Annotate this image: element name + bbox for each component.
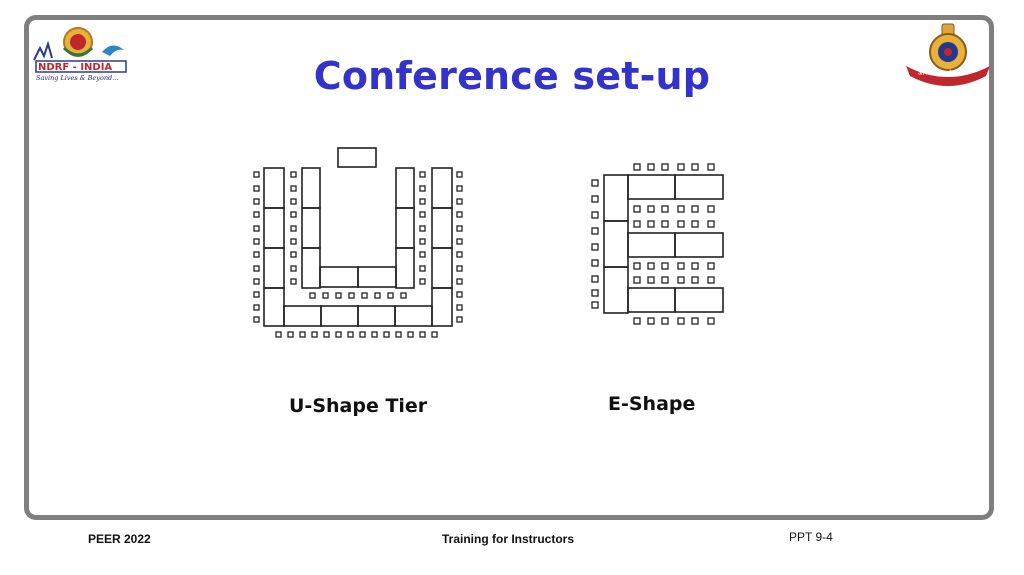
crest-emblem-icon (906, 23, 990, 86)
slide-title: Conference set-up (313, 54, 711, 98)
footer-center: Training for Instructors (442, 532, 575, 546)
ndrf-emblem-icon (33, 27, 127, 73)
ndrf-crest-logo: आपदा सेवा सदैव सर्वत्र (904, 22, 992, 86)
footer-right: PPT 9-4 (789, 530, 833, 544)
e-shape-diagram (591, 163, 724, 325)
footer-left: PEER 2022 (88, 532, 151, 546)
ndrf-logo-text: NDRF - INDIA (38, 62, 113, 73)
e-shape-caption: E-Shape (608, 393, 696, 415)
u-shape-tier-diagram (253, 147, 463, 338)
ndrf-tagline: Saving Lives & Beyond... (36, 74, 119, 82)
slide-frame (24, 15, 994, 520)
ndrf-logo: NDRF - INDIA (32, 22, 128, 92)
u-shape-caption: U-Shape Tier (289, 395, 428, 417)
crest-motto: आपदा सेवा सदैव सर्वत्र (918, 70, 969, 77)
